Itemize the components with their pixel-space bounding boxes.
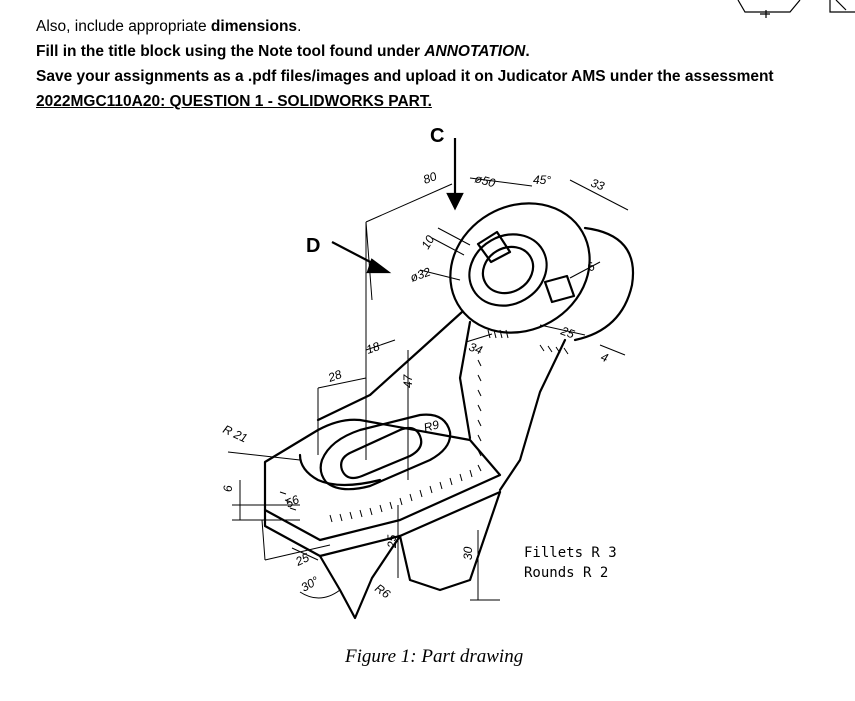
dim-label-6-left: 6 (221, 485, 235, 492)
dim-label-dia32: ø32 (408, 264, 433, 284)
lower-leg (398, 490, 502, 592)
boss-bore (481, 245, 535, 295)
dim-label-33: 33 (589, 176, 607, 194)
dim-line-30 (470, 530, 500, 601)
boss-cylinder-side (573, 226, 635, 342)
dim-label-r9: R9 (422, 417, 441, 435)
web-edge-left (316, 310, 464, 422)
instruction-dimensions: Also, include appropriate dimensions. (36, 18, 302, 35)
hatch-texture (279, 329, 569, 523)
base-rounded-end (298, 453, 382, 487)
corner-sketch-icon (737, 0, 855, 18)
note-rounds: Rounds R 2 (524, 565, 608, 581)
dim-label-34: 34 (467, 340, 485, 358)
boss-inner-ring (468, 233, 548, 307)
dim-label-28: 28 (325, 367, 344, 385)
web-edge-right (498, 338, 567, 492)
dim-line-32 (419, 269, 461, 281)
dim-label-10: 10 (418, 233, 437, 252)
dim-label-18: 18 (364, 339, 382, 357)
dim-label-25-vert: 25 (385, 534, 399, 549)
dim-line-r21 (227, 451, 301, 461)
dim-line-33 (569, 179, 629, 211)
dim-label-80: 80 (421, 169, 439, 187)
dim-label-angle30: 30° (299, 573, 322, 594)
instruction-save: Save your assignments as a .pdf files/im… (36, 68, 774, 85)
instruction-assessment: 2022MGC110A20: QUESTION 1 - SOLIDWORKS P… (36, 93, 432, 110)
instruction-title-block: Fill in the title block using the Note t… (36, 43, 530, 60)
dim-label-30: 30 (461, 546, 475, 560)
dim-line-30deg (299, 589, 341, 599)
keyway-slot-top (476, 230, 512, 264)
dim-line-56 (261, 519, 331, 561)
base-slot-recess (319, 413, 452, 491)
dim-label-4: 4 (599, 350, 610, 366)
dim-line-25 (539, 324, 586, 336)
base-slot (340, 426, 423, 480)
keyway-slot-right (543, 274, 576, 304)
dim-label-r21: R 21 (221, 422, 250, 445)
lower-wedge (318, 534, 402, 620)
dim-line-6-left (232, 480, 300, 521)
dim-line-80 (365, 183, 453, 223)
dim-label-25-bottom: 25 (292, 550, 311, 569)
dim-line-28 (317, 377, 367, 455)
boss-outer-edge (449, 202, 591, 334)
dim-line-4 (599, 344, 626, 356)
dim-label-r6: R6 (372, 581, 393, 601)
dim-label-47: 47 (401, 373, 415, 388)
note-fillets: Fillets R 3 (524, 545, 617, 561)
view-label-d: D (306, 235, 320, 257)
base-plate-top (263, 418, 502, 542)
dim-line-50 (469, 177, 533, 187)
dim-label-6: 6 (585, 259, 598, 275)
view-label-c: C (430, 125, 444, 147)
web-edge-inner (458, 320, 472, 440)
dim-line-34 (465, 333, 493, 343)
figure-caption: Figure 1: Part drawing (345, 646, 524, 667)
dim-line-25-bottom (291, 547, 319, 561)
dim-line-18 (365, 339, 396, 351)
dim-line-6 (569, 261, 601, 279)
dim-label-56: 56 (283, 492, 301, 510)
dim-label-angle45: 45° (533, 173, 551, 187)
dim-label-25-top: 25 (558, 323, 577, 341)
dim-line-10 (431, 227, 471, 256)
dim-label-dia50: ø50 (473, 171, 497, 190)
